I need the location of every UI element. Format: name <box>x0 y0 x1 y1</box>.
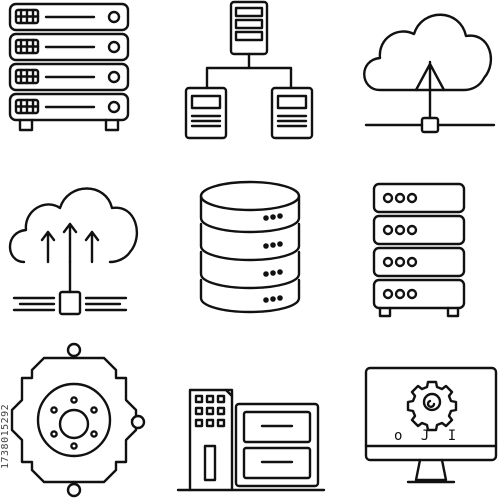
cloud-upload-icon <box>2 176 152 326</box>
server-stack-icon <box>350 176 500 326</box>
server-network-icon <box>178 0 328 150</box>
cloud-network-icon <box>352 0 500 150</box>
chip-icon <box>4 342 154 500</box>
database-icon <box>178 176 328 326</box>
data-center-building-icon <box>174 350 326 500</box>
server-rack-icon <box>2 0 152 150</box>
monitor-gear-icon: o J I <box>350 350 500 500</box>
watermark-id: 1738015292 <box>0 403 11 469</box>
monitor-screen-text: o J I <box>394 428 462 444</box>
